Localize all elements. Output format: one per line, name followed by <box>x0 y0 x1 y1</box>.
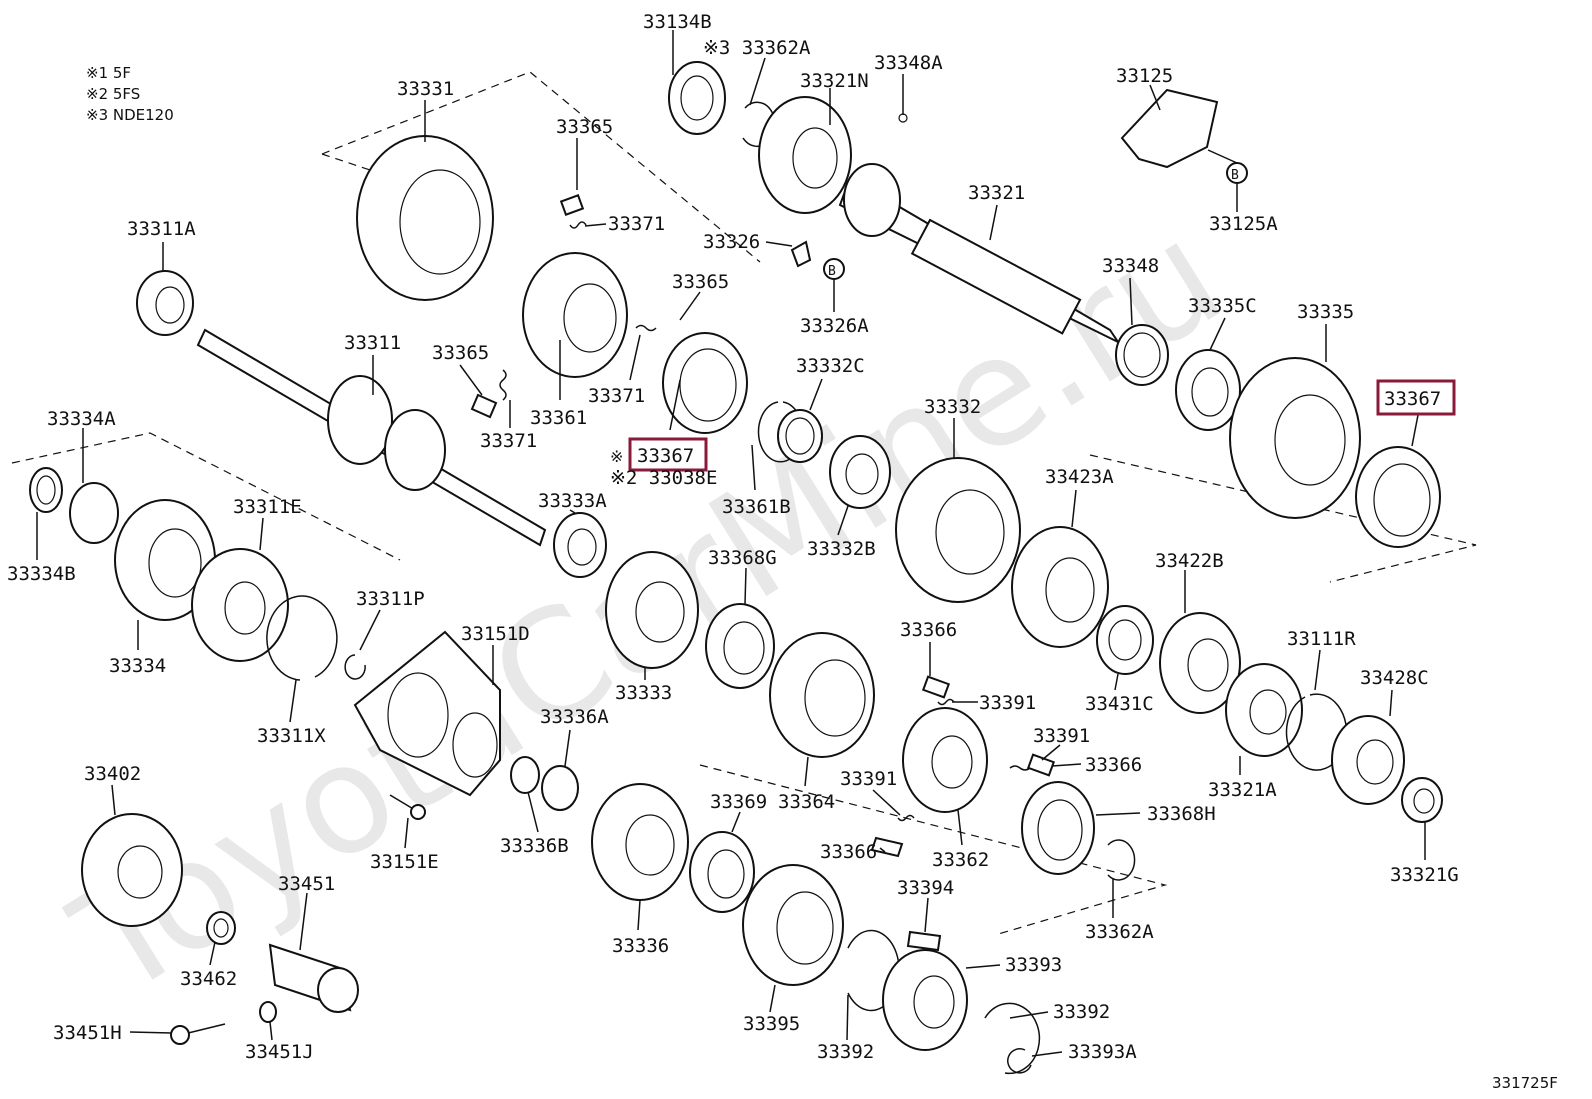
part-label[interactable]: 33111R <box>1287 628 1356 650</box>
leader-lines <box>36 30 1426 1057</box>
assembly-guides <box>11 71 1477 936</box>
part-label[interactable]: 33366 <box>1085 754 1142 776</box>
part-label-highlighted[interactable]: 33367 <box>637 445 694 467</box>
part-label[interactable]: 33392 <box>1053 1001 1110 1023</box>
part-label[interactable]: 33402 <box>84 763 141 785</box>
part-label-highlighted[interactable]: 33367 <box>1384 388 1441 410</box>
part-label[interactable]: 33151E <box>370 851 439 873</box>
part-label[interactable]: 33369 <box>710 791 767 813</box>
part-label[interactable]: 33335 <box>1297 301 1354 323</box>
part-label[interactable]: 33326 <box>703 231 760 253</box>
figure-code: 331725F <box>1492 1074 1558 1092</box>
part-label[interactable]: 33368G <box>708 547 777 569</box>
part-label[interactable]: 33332 <box>924 396 981 418</box>
part-label[interactable]: 33366 <box>820 841 877 863</box>
part-label[interactable]: 33364 <box>778 791 835 813</box>
part-label[interactable]: ※3 33362A <box>703 37 811 59</box>
part-label[interactable]: 33451J <box>245 1041 314 1063</box>
part-label[interactable]: 33336 <box>612 935 669 957</box>
part-label-note-mark: ※ <box>610 447 623 466</box>
part-label[interactable]: 33371 <box>480 430 537 452</box>
part-label[interactable]: 33362A <box>1085 921 1154 943</box>
part-label[interactable]: 33311E <box>233 496 302 518</box>
part-label[interactable]: 33336A <box>540 706 609 728</box>
part-labels: 33134B ※3 33362A 33348A 33321N 33125 333… <box>7 11 1459 1063</box>
part-label[interactable]: 33395 <box>743 1013 800 1035</box>
part-label[interactable]: 33365 <box>672 271 729 293</box>
part-label[interactable]: 33311P <box>356 588 425 610</box>
part-label[interactable]: 33331 <box>397 78 454 100</box>
part-label-b-marker: B <box>828 264 836 279</box>
part-label[interactable]: ※2 33038E <box>610 467 717 489</box>
part-label[interactable]: 33333A <box>538 490 607 512</box>
part-label[interactable]: 33311A <box>127 218 196 240</box>
part-label[interactable]: 33321 <box>968 182 1025 204</box>
part-label[interactable]: 33393A <box>1068 1041 1137 1063</box>
part-label[interactable]: 33334A <box>47 408 116 430</box>
highlight-box-33367-mid <box>628 437 708 472</box>
part-label[interactable]: 33336B <box>500 835 569 857</box>
highlight-box-33367-right <box>1376 379 1456 416</box>
part-label[interactable]: 33321N <box>800 70 869 92</box>
part-label[interactable]: 33393 <box>1005 954 1062 976</box>
part-label[interactable]: 33392 <box>817 1041 874 1063</box>
part-label[interactable]: 33366 <box>900 619 957 641</box>
part-label[interactable]: 33394 <box>897 877 954 899</box>
part-label[interactable]: 33321A <box>1208 779 1277 801</box>
part-label[interactable]: 33361 <box>530 407 587 429</box>
part-label[interactable]: 33335C <box>1188 295 1257 317</box>
part-label[interactable]: 33311 <box>344 332 401 354</box>
part-label-b-marker: B <box>1231 168 1239 183</box>
part-label[interactable]: 33125 <box>1116 65 1173 87</box>
part-label[interactable]: 33332C <box>796 355 865 377</box>
part-label[interactable]: 33365 <box>432 342 489 364</box>
part-label[interactable]: 33334B <box>7 563 76 585</box>
part-label[interactable]: 33333 <box>615 682 672 704</box>
part-label[interactable]: 33365 <box>556 116 613 138</box>
part-shapes <box>29 61 1443 1075</box>
part-label[interactable]: 33391 <box>1033 725 1090 747</box>
part-label[interactable]: 33362 <box>932 849 989 871</box>
part-label[interactable]: 33334 <box>109 655 166 677</box>
part-label[interactable]: 33368H <box>1147 803 1216 825</box>
part-label[interactable]: 33332B <box>807 538 876 560</box>
part-label[interactable]: 33391 <box>979 692 1036 714</box>
part-label[interactable]: 33348A <box>874 52 943 74</box>
part-label[interactable]: 33151D <box>461 623 530 645</box>
part-label[interactable]: 33462 <box>180 968 237 990</box>
part-label[interactable]: 33348 <box>1102 255 1159 277</box>
legend: ※1 5F ※2 5FS ※3 NDE120 <box>86 64 174 124</box>
part-label[interactable]: 33371 <box>588 385 645 407</box>
legend-item-2: ※2 5FS <box>86 85 140 103</box>
part-label[interactable]: 33321G <box>1390 864 1459 886</box>
legend-item-1: ※1 5F <box>86 64 131 82</box>
part-label[interactable]: 33361B <box>722 496 791 518</box>
part-label[interactable]: 33451H <box>53 1022 122 1044</box>
part-label[interactable]: 33423A <box>1045 466 1114 488</box>
part-label[interactable]: 33428C <box>1360 667 1429 689</box>
part-label[interactable]: 33326A <box>800 315 869 337</box>
part-label[interactable]: 33134B <box>643 11 712 33</box>
part-label[interactable]: 33371 <box>608 213 665 235</box>
part-label[interactable]: 33431C <box>1085 693 1154 715</box>
part-label[interactable]: 33391 <box>840 768 897 790</box>
part-label[interactable]: 33422B <box>1155 550 1224 572</box>
part-label[interactable]: 33311X <box>257 725 326 747</box>
part-label[interactable]: 33125A <box>1209 213 1278 235</box>
legend-item-3: ※3 NDE120 <box>86 106 174 124</box>
part-label[interactable]: 33451 <box>278 873 335 895</box>
